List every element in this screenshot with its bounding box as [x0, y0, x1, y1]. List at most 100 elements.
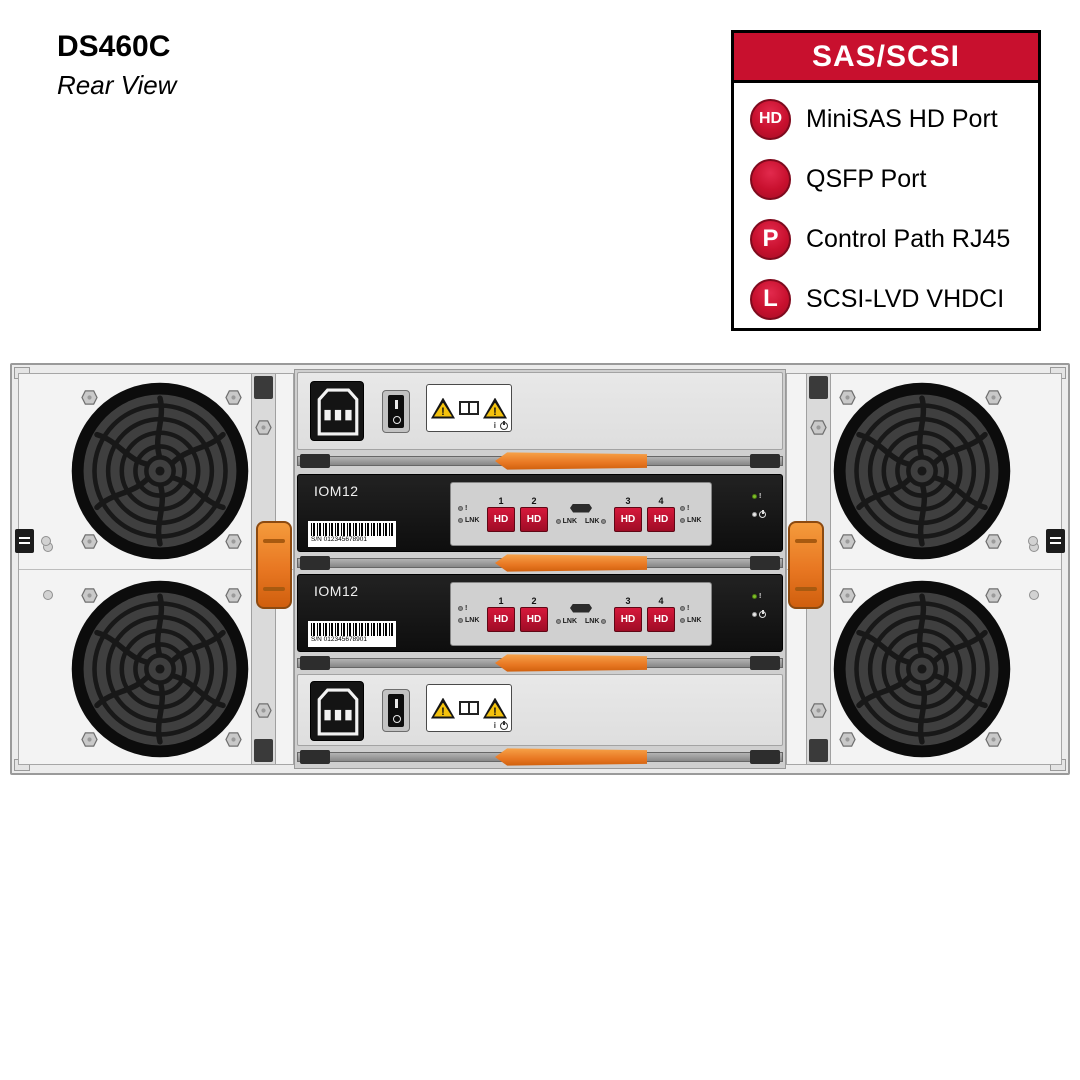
scsi-lvd-badge-icon: L [750, 278, 791, 320]
port-number: 2 [531, 496, 537, 506]
led-label: ! [687, 604, 690, 612]
port-pair-34: 3 HD 4 HD [614, 596, 675, 632]
mini-icon-row: i [494, 720, 508, 730]
led-row: LNK [585, 617, 607, 625]
hex-screw-icon [839, 534, 856, 549]
legend-item-label: MiniSAS HD Port [806, 104, 998, 133]
port-number: 3 [625, 596, 631, 606]
port-4: 4 HD [647, 596, 675, 632]
hex-screw-icon [225, 732, 242, 747]
chassis: ! ! i [10, 363, 1070, 775]
hex-screw-icon [985, 732, 1002, 747]
port-2: 2 HD [520, 496, 548, 532]
status-leds: ! [752, 493, 766, 518]
legend-item: QSFP Port [750, 149, 1024, 209]
legend-item: P Control Path RJ45 [750, 209, 1024, 269]
led-row: ! [752, 493, 766, 500]
led-label: LNK [562, 517, 577, 525]
warning-mark: ! [493, 405, 497, 418]
barcode-icon [311, 523, 393, 536]
legend: SAS/SCSI HD MiniSAS HD Port QSFP Port P … [731, 30, 1041, 331]
legend-item: HD MiniSAS HD Port [750, 89, 1024, 149]
qsfp-badge-icon [750, 158, 791, 200]
port-3: 3 HD [614, 596, 642, 632]
power-mini-icon [759, 510, 766, 518]
port-4: 4 HD [647, 496, 675, 532]
ground-icon [1050, 537, 1061, 544]
extraction-handle [297, 554, 783, 572]
led-label: ! [759, 593, 762, 600]
iom-b: IOM12 S/N 012345678901 ! LNK 1 HD [297, 574, 783, 652]
hex-screw-icon [225, 390, 242, 405]
hex-screw-icon [839, 732, 856, 747]
power-mini-icon [759, 610, 766, 618]
led-dot [555, 618, 561, 624]
led-row: ! [680, 605, 704, 612]
extraction-handle [297, 452, 783, 472]
port-number: 3 [625, 496, 631, 506]
led-group-right: ! LNK [680, 605, 704, 624]
rocker-icon [388, 395, 404, 428]
led-label: LNK [585, 617, 600, 625]
led-dot [680, 605, 685, 611]
hex-screw-icon [985, 534, 1002, 549]
led-label: ! [759, 493, 762, 500]
handle-lever-icon [495, 654, 647, 672]
hex-screw-icon [839, 390, 856, 405]
mid-led-group: LNK LNK [553, 503, 609, 525]
ground-lug-right [1046, 529, 1065, 553]
led-dot [680, 505, 685, 511]
hex-screw-icon [81, 390, 98, 405]
minisas-hd-port: HD [614, 607, 642, 632]
ports-panel: ! LNK 1 HD 2 HD [450, 582, 712, 646]
power-inlet-icon [317, 688, 359, 736]
hex-screw-icon [255, 420, 272, 435]
warning-mark: ! [493, 705, 497, 718]
handle-lever-icon [495, 748, 647, 766]
power-inlet-icon [317, 388, 359, 436]
port-number: 4 [658, 596, 664, 606]
release-latch-right [788, 521, 824, 609]
sas-connector-icon [570, 603, 592, 613]
extraction-handle [297, 748, 783, 768]
led-group-left: ! LNK [458, 605, 482, 624]
release-latch-left [256, 521, 292, 609]
power-inlet [310, 381, 364, 441]
info-mini-icon: i [493, 421, 496, 430]
led-label: ! [465, 504, 468, 512]
barcode-icon [311, 623, 393, 636]
handle-lever-icon [495, 452, 647, 470]
led-label: LNK [585, 517, 600, 525]
led-dot [458, 517, 463, 523]
handle-lever-icon [495, 554, 647, 572]
led-dot [458, 617, 463, 623]
warning-triangle-icon: ! [483, 697, 507, 719]
led-row: ! [458, 505, 482, 512]
port-number: 1 [498, 596, 504, 606]
port-3: 3 HD [614, 496, 642, 532]
led-dot [458, 505, 463, 511]
hex-screw-icon [839, 588, 856, 603]
minisas-hd-port: HD [520, 507, 548, 532]
manual-icon [459, 701, 479, 715]
ports-panel: ! LNK 1 HD 2 HD [450, 482, 712, 546]
led-group-right: ! LNK [680, 505, 704, 524]
led-dot [555, 518, 561, 524]
ground-lug-left [15, 529, 34, 553]
minisas-hd-badge-icon: HD [750, 98, 791, 140]
port-pair-12: 1 HD 2 HD [487, 596, 548, 632]
led-dot [680, 517, 685, 523]
fan-module-left [18, 373, 294, 765]
rocker-icon [388, 694, 404, 727]
led-label: LNK [687, 616, 702, 624]
legend-body: HD MiniSAS HD Port QSFP Port P Control P… [734, 83, 1038, 329]
rail-cap [809, 739, 828, 762]
power-switch [382, 390, 410, 433]
module-bay: ! ! i [294, 369, 786, 769]
status-led-power [752, 512, 757, 517]
hex-screw-icon [810, 420, 827, 435]
led-row: LNK [680, 517, 704, 524]
led-row: ! [458, 605, 482, 612]
rivet-icon [43, 590, 53, 600]
minisas-hd-port: HD [520, 607, 548, 632]
